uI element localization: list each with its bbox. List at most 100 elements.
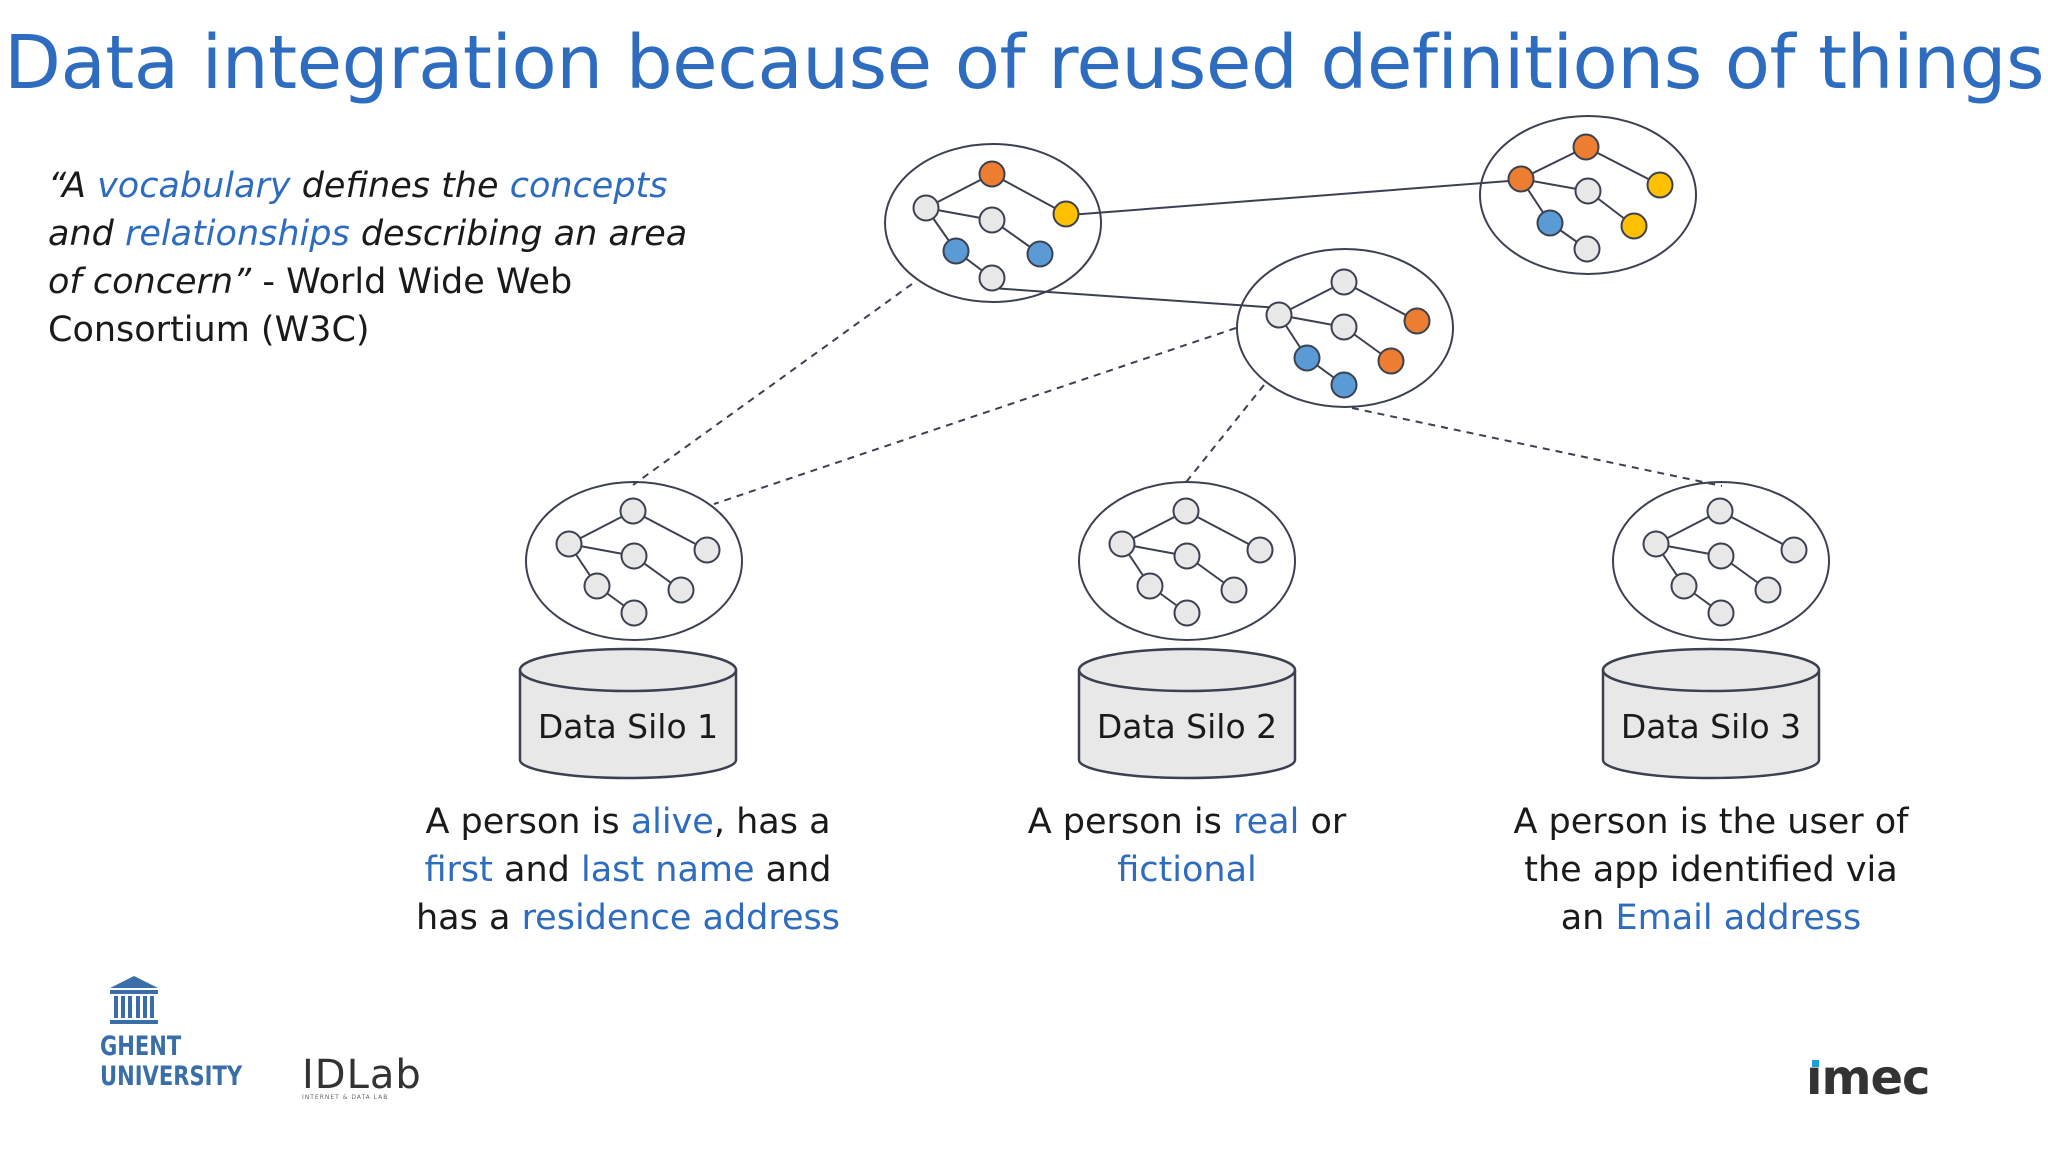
- desc-text: , has a: [713, 802, 831, 842]
- graph-node: [1574, 177, 1602, 205]
- data-silo-1: Data Silo 1: [518, 647, 738, 780]
- silo-2-description: A person is real or fictional: [1000, 798, 1374, 894]
- graph-node: [1572, 133, 1600, 161]
- quote-attribution: - World Wide Web Consortium (W3C): [48, 262, 573, 350]
- vocabulary-graph-3: [1236, 248, 1454, 408]
- silo-2-schema-graph: [1078, 481, 1296, 641]
- quote-part: “A: [48, 166, 98, 206]
- graph-edge: [1585, 146, 1661, 186]
- graph-node: [1646, 171, 1674, 199]
- silo-1-description: A person is alive, has a first and last …: [398, 798, 858, 942]
- graph-boundary: [1078, 481, 1296, 641]
- graph-boundary: [1479, 115, 1697, 275]
- ghent-university-logo: GHENT UNIVERSITY: [100, 972, 260, 1092]
- graph-node: [620, 542, 648, 570]
- graph-edge: [991, 173, 1067, 215]
- quote-part: defines the: [290, 166, 510, 206]
- graph-node: [1707, 599, 1735, 627]
- silo-cylinder-top: [1601, 647, 1821, 693]
- graph-edge: [1343, 281, 1418, 322]
- graph-node: [978, 206, 1006, 234]
- graph-node: [1403, 307, 1431, 335]
- graph-node: [978, 160, 1006, 188]
- graph-node: [1620, 212, 1648, 240]
- graph-node: [1536, 209, 1564, 237]
- graph-node: [1330, 313, 1358, 341]
- graph-node: [1052, 200, 1080, 228]
- graph-node: [1330, 371, 1358, 399]
- silo-mapping-line: [1182, 384, 1265, 487]
- graph-node: [1173, 599, 1201, 627]
- desc-term: Email address: [1615, 898, 1862, 938]
- graph-node: [555, 530, 583, 558]
- desc-term: real: [1232, 802, 1300, 842]
- graph-node: [1172, 497, 1200, 525]
- idlab-logo: IDLab INTERNET & DATA LAB: [302, 1052, 422, 1101]
- silo-label: Data Silo 2: [1097, 707, 1277, 746]
- silo-cylinder: [1077, 670, 1297, 780]
- silo-mapping-line: [632, 283, 913, 486]
- silo-cylinder: [1601, 670, 1821, 780]
- graph-edge: [632, 510, 708, 551]
- graph-node: [693, 536, 721, 564]
- desc-text: and: [492, 850, 581, 890]
- silo-3-schema-graph: [1612, 481, 1830, 641]
- graph-node: [1706, 497, 1734, 525]
- graph-node: [583, 572, 611, 600]
- graph-node: [1780, 536, 1808, 564]
- graph-node: [1642, 530, 1670, 558]
- desc-term: alive: [630, 802, 714, 842]
- silo-cylinder: [518, 670, 738, 780]
- graph-node: [1754, 576, 1782, 604]
- desc-term: last name: [581, 850, 755, 890]
- graph-node: [1377, 347, 1405, 375]
- desc-text: A person is: [1027, 802, 1233, 842]
- quote-text: “A vocabulary defines the concepts and r…: [48, 162, 688, 354]
- silo-label: Data Silo 3: [1621, 707, 1801, 746]
- imec-logo-dot: [1812, 1060, 1819, 1067]
- graph-node: [1173, 542, 1201, 570]
- vocabulary-link-line: [1055, 179, 1523, 217]
- quote-part: describing an area of concern”: [48, 214, 688, 302]
- desc-text: and has a: [415, 850, 832, 938]
- silo-3-description: A person is the user of the app identifi…: [1501, 798, 1921, 942]
- graph-edge: [1719, 510, 1795, 551]
- graph-node: [1246, 536, 1274, 564]
- graph-node: [1507, 165, 1535, 193]
- idlab-wordmark: IDLab: [302, 1052, 422, 1098]
- connectors: [632, 179, 1723, 505]
- desc-term: fictional: [1117, 850, 1257, 890]
- quote-term-concepts: concepts: [509, 166, 668, 206]
- graph-node: [1670, 572, 1698, 600]
- quote-term-vocabulary: vocabulary: [97, 166, 291, 206]
- vocabulary-link-line: [990, 287, 1281, 309]
- graph-node: [667, 576, 695, 604]
- data-silos: Data Silo 1 Data Silo 2 Data Silo 3: [518, 647, 1821, 780]
- vocabulary-graph-2: [1479, 115, 1697, 275]
- graph-node: [1265, 301, 1293, 329]
- graph-node: [912, 194, 940, 222]
- slide-title: Data integration because of reused defin…: [3, 20, 2045, 106]
- data-silo-3: Data Silo 3: [1601, 647, 1821, 780]
- graph-node: [978, 264, 1006, 292]
- quote-part: and: [48, 214, 125, 254]
- graph-node: [619, 497, 647, 525]
- graph-node: [1573, 235, 1601, 263]
- silo-cylinder-top: [1077, 647, 1297, 693]
- graph-node: [1293, 344, 1321, 372]
- silo-cylinder-top: [518, 647, 738, 693]
- desc-term: residence address: [521, 898, 841, 938]
- graph-node: [620, 599, 648, 627]
- imec-logo: ımec: [1806, 1050, 1930, 1106]
- graph-edge: [1185, 510, 1261, 551]
- graph-node: [1707, 542, 1735, 570]
- graph-boundary: [1612, 481, 1830, 641]
- vocabulary-graphs: [525, 115, 1830, 641]
- graph-node: [1108, 530, 1136, 558]
- idlab-tagline: INTERNET & DATA LAB: [302, 1094, 389, 1101]
- graph-node: [1220, 576, 1248, 604]
- graph-node: [942, 237, 970, 265]
- data-silo-2: Data Silo 2: [1077, 647, 1297, 780]
- silo-1-schema-graph: [525, 481, 743, 641]
